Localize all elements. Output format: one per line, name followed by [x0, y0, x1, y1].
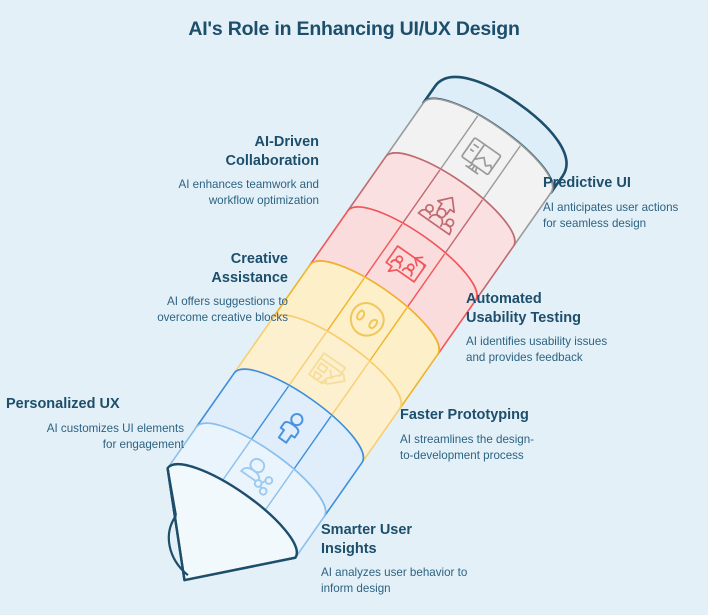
callout-title: AI-Driven Collaboration: [225, 134, 319, 169]
callout-body: AI anticipates user actions for seamless…: [543, 200, 679, 230]
callout-smarter-user-insights: Smarter User Insights AI analyzes user b…: [321, 521, 501, 597]
callout-body: AI offers suggestions to overcome creati…: [157, 295, 288, 325]
callout-personalized-ux: Personalized UX AI customizes UI element…: [6, 395, 184, 453]
monitor-wireframe-icon: [461, 137, 502, 176]
callout-creative-assistance: Creative Assistance AI offers suggestion…: [58, 250, 288, 326]
callout-body: AI customizes UI elements for engagement: [46, 421, 184, 451]
callout-title: Creative Assistance: [211, 251, 288, 286]
callout-body: AI streamlines the design- to-developmen…: [400, 432, 535, 462]
callout-automated-usability-testing: Automated Usability Testing AI identifie…: [466, 290, 641, 366]
callout-predictive-ui: Predictive UI AI anticipates user action…: [543, 174, 708, 232]
person-icon: [277, 412, 304, 444]
callout-ai-driven-collaboration: AI-Driven Collaboration AI enhances team…: [104, 133, 320, 209]
callout-body: AI analyzes user behavior to inform desi…: [321, 566, 468, 596]
alien-ai-face-icon: [349, 302, 385, 337]
callout-body: AI enhances teamwork and workflow optimi…: [178, 178, 320, 208]
callout-faster-prototyping: Faster Prototyping AI streamlines the de…: [400, 406, 580, 464]
pencil-tip-cone: [166, 463, 298, 582]
chat-users-feedback-icon: [385, 245, 427, 283]
user-share-network-icon: [240, 457, 274, 496]
team-growth-icon: [417, 196, 456, 236]
callout-title: Personalized UX: [6, 396, 120, 412]
callout-body: AI identifies usability issues and provi…: [466, 335, 608, 365]
band-predictive-ui: [384, 98, 554, 248]
callout-title: Faster Prototyping: [400, 407, 529, 423]
callout-title: Automated Usability Testing: [466, 291, 581, 326]
wireframe-pencil-icon: [308, 352, 347, 385]
callout-title: Predictive UI: [543, 175, 631, 191]
callout-title: Smarter User Insights: [321, 522, 413, 557]
page-title: AI's Role in Enhancing UI/UX Design: [188, 18, 520, 40]
